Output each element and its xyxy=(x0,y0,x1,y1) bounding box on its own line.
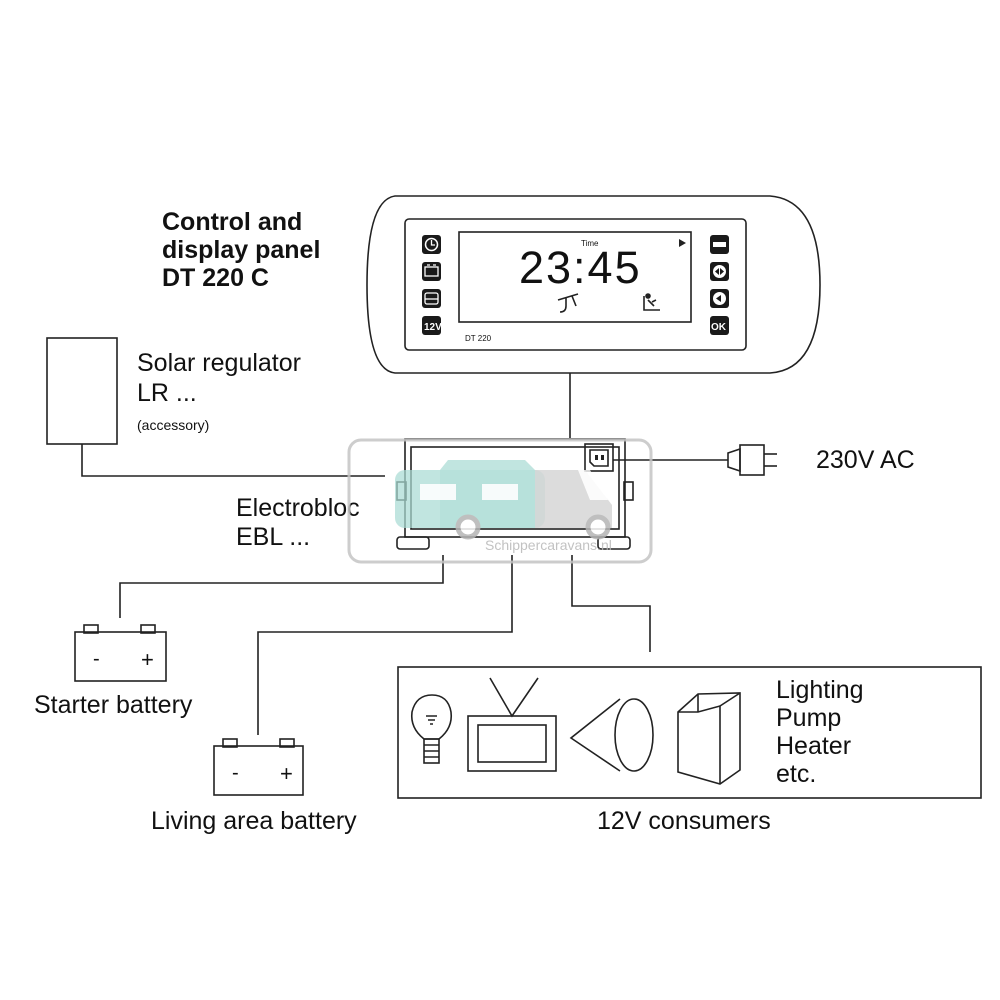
lightbulb-icon xyxy=(410,694,453,764)
tank-button[interactable] xyxy=(422,289,441,308)
mount-tab-right xyxy=(623,481,634,501)
panel-label-line-1: Control and xyxy=(162,208,302,236)
ok-icon: OK xyxy=(711,322,727,333)
mains-plug-icon xyxy=(727,444,777,476)
watermark-caravan-logo xyxy=(395,460,612,540)
consumer-item-etc: etc. xyxy=(776,760,816,788)
screen-shower-icon xyxy=(643,293,660,311)
menu-button[interactable] xyxy=(710,235,729,254)
12v-button[interactable]: 12V xyxy=(422,316,442,335)
living-battery-cable xyxy=(257,555,513,735)
starter-battery-cable xyxy=(119,555,444,618)
mains-socket-inlet xyxy=(589,449,609,467)
watermark: Schippercaravans.nl xyxy=(347,438,653,564)
watermark-frame xyxy=(347,438,653,564)
starter-battery-body xyxy=(74,631,167,682)
consumers-box xyxy=(397,666,982,799)
watermark-text: Schippercaravans.nl xyxy=(485,537,612,553)
pump-icon xyxy=(569,698,654,772)
screen-play-indicator xyxy=(679,239,686,247)
consumer-item-pump: Pump xyxy=(776,704,841,732)
electrobloc-label-line-1: Electrobloc xyxy=(236,494,360,522)
solar-cable xyxy=(81,444,385,477)
screen-time-tag: Time xyxy=(581,239,599,248)
electrobloc: Electrobloc EBL ... xyxy=(236,438,634,551)
starter-minus: - xyxy=(93,648,100,670)
solar-label-line-2: LR ... xyxy=(137,379,197,407)
panel-label-line-3: DT 220 C xyxy=(162,264,269,292)
solar-label-line-1: Solar regulator xyxy=(137,349,301,377)
solar-accessory-note: (accessory) xyxy=(137,417,209,433)
panel-label-line-2: display panel xyxy=(162,236,320,264)
panel-screen xyxy=(458,231,692,323)
mains-socket xyxy=(584,443,614,472)
living-area-battery: - + Living area battery xyxy=(151,738,357,835)
solar-regulator: Solar regulator LR ... (accessory) xyxy=(46,337,385,477)
screen-time-readout: 23:45 xyxy=(519,242,642,293)
living-battery-body xyxy=(213,745,304,796)
control-panel: Control and display panel DT 220 C Time … xyxy=(162,195,821,374)
consumer-item-heater: Heater xyxy=(776,732,851,760)
starter-plus: + xyxy=(141,647,154,672)
consumers: Lighting Pump Heater etc. 12V consumers xyxy=(397,666,982,835)
tv-icon xyxy=(467,677,557,772)
scroll-up-button[interactable] xyxy=(710,262,729,281)
starter-battery-label: Starter battery xyxy=(34,691,193,719)
clock-button[interactable] xyxy=(422,235,441,254)
starter-battery: - + Starter battery xyxy=(34,624,193,719)
heater-icon xyxy=(677,692,741,785)
electrobloc-label-line-2: EBL ... xyxy=(236,523,310,551)
living-minus: - xyxy=(232,762,239,784)
foot-right xyxy=(597,536,631,550)
consumer-item-lighting: Lighting xyxy=(776,676,864,704)
12v-icon: 12V xyxy=(424,322,442,333)
consumers-label: 12V consumers xyxy=(597,807,771,835)
clock-icon xyxy=(424,237,439,252)
scroll-down-button[interactable] xyxy=(710,289,729,308)
consumers-cable xyxy=(571,555,651,652)
menu-icon xyxy=(713,242,726,247)
foot-left xyxy=(396,536,430,550)
panel-model-tag: DT 220 xyxy=(465,334,492,343)
panel-housing xyxy=(366,195,821,374)
ok-button[interactable]: OK xyxy=(710,316,729,335)
battery-button[interactable] xyxy=(422,262,441,281)
screen-tap-icon xyxy=(557,293,579,313)
mains-label: 230V AC xyxy=(816,446,915,474)
mains-supply: 230V AC xyxy=(613,444,915,476)
living-battery-label: Living area battery xyxy=(151,807,357,835)
solar-regulator-box xyxy=(46,337,118,445)
living-plus: + xyxy=(280,761,293,786)
scroll-up-icon xyxy=(713,265,726,278)
battery-icon xyxy=(424,266,439,277)
panel-bezel xyxy=(404,218,747,351)
